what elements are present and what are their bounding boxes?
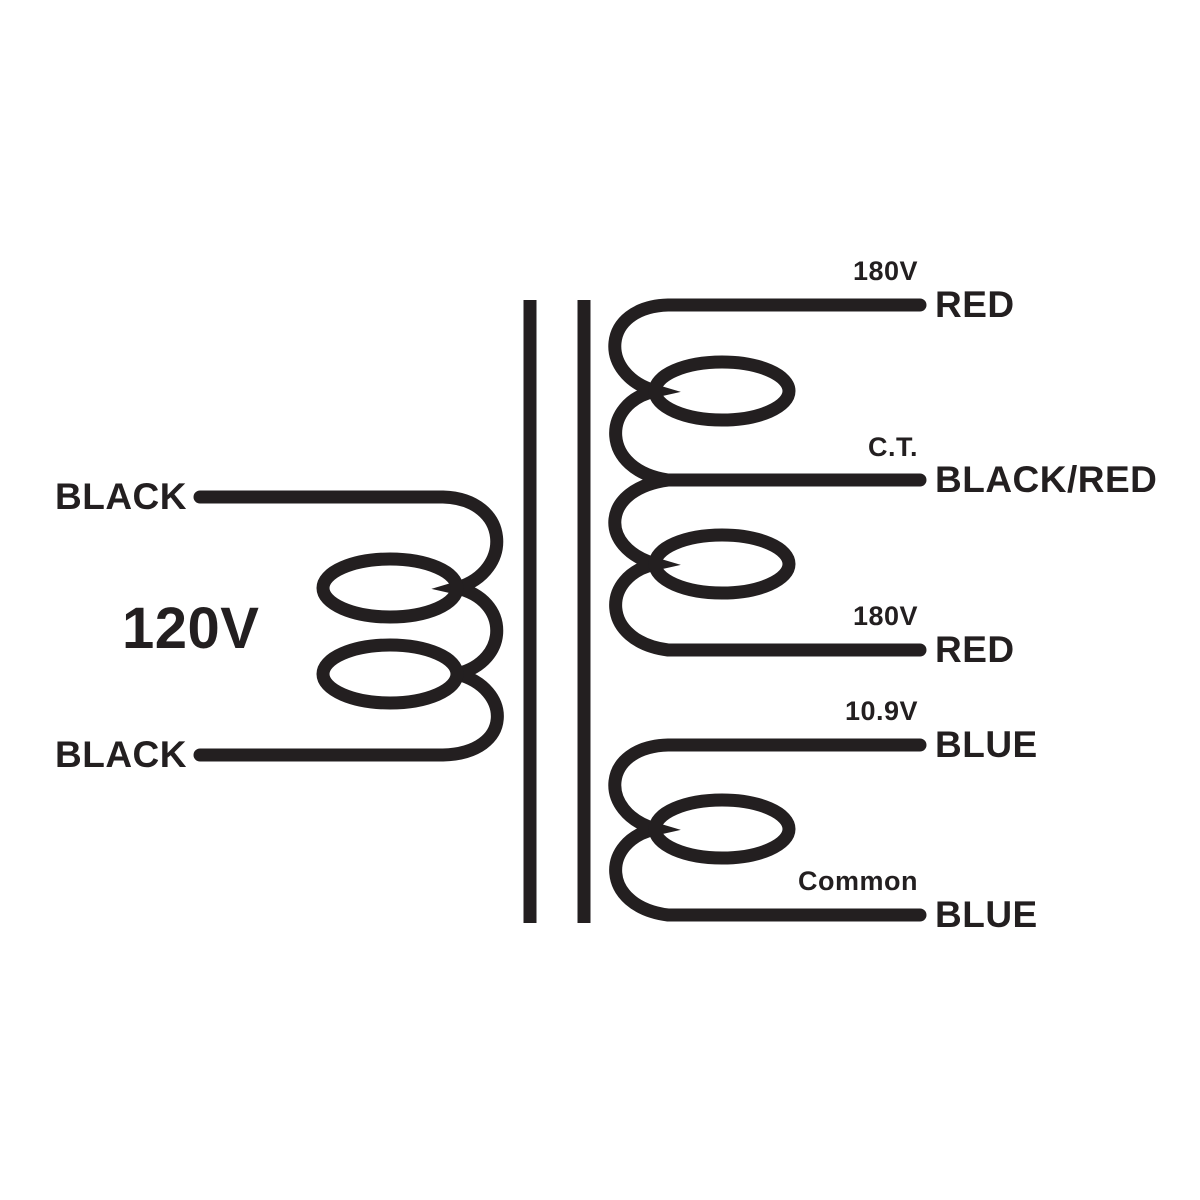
lv-top-lead-label: BLUE (935, 724, 1038, 765)
primary-voltage-label: 120V (122, 596, 260, 661)
primary-turn-2 (316, 638, 464, 710)
lv-common-label: Common (798, 866, 918, 896)
secondary-lv-turn-1 (648, 793, 796, 865)
hv-bottom-tap-voltage-label: 180V (852, 601, 918, 631)
lv-bottom-lead-label: BLUE (935, 894, 1038, 935)
primary-winding (193, 490, 504, 762)
secondary-hv-turn-2 (648, 528, 796, 600)
hv-top-lead-label: RED (935, 284, 1015, 325)
primary-top-lead-label: BLACK (55, 476, 187, 517)
hv-top-tap-voltage-label: 180V (852, 256, 918, 286)
hv-center-tap-label: C.T. (867, 432, 918, 462)
primary-bottom-lead-label: BLACK (55, 734, 187, 775)
hv-center-tap-lead-label: BLACK/RED (935, 459, 1158, 500)
hv-bottom-lead-label: RED (935, 629, 1015, 670)
secondary-hv-turn-1 (648, 355, 796, 427)
secondary-hv-winding (608, 298, 927, 657)
lv-tap-voltage-label: 10.9V (844, 696, 918, 726)
wiring-strokes (193, 298, 927, 923)
primary-turn-1 (316, 552, 464, 624)
